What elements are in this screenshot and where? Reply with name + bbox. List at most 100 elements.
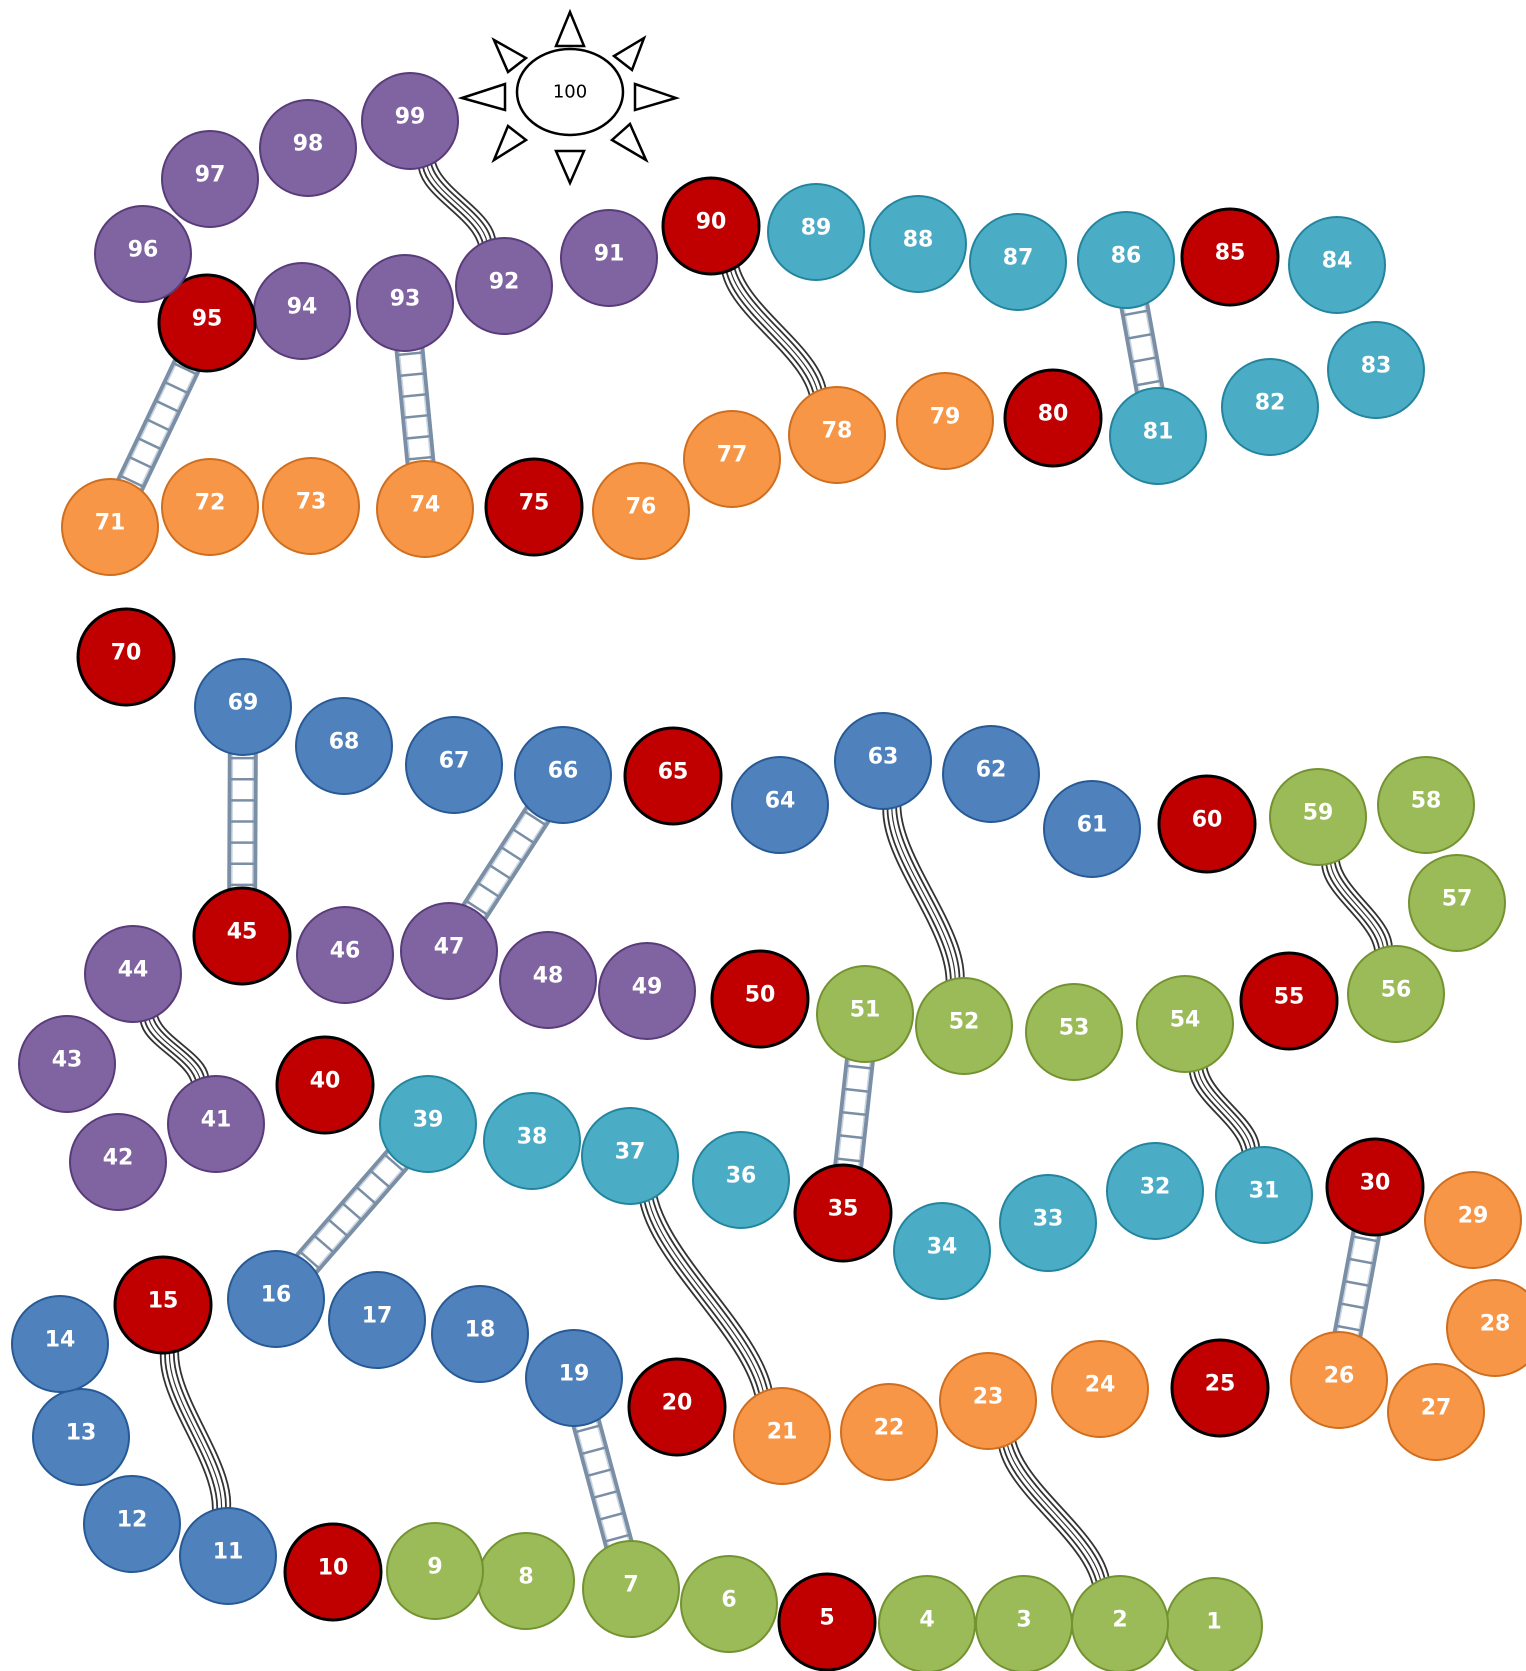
space-26[interactable]: 26 xyxy=(1290,1331,1388,1429)
space-11[interactable]: 11 xyxy=(179,1507,277,1605)
space-55[interactable]: 55 xyxy=(1239,951,1339,1051)
space-92[interactable]: 92 xyxy=(455,237,553,335)
space-83[interactable]: 83 xyxy=(1327,321,1425,419)
space-16[interactable]: 16 xyxy=(227,1250,325,1348)
space-86[interactable]: 86 xyxy=(1077,211,1175,309)
space-15[interactable]: 15 xyxy=(113,1255,213,1355)
space-22[interactable]: 22 xyxy=(840,1383,938,1481)
space-77[interactable]: 77 xyxy=(683,410,781,508)
space-50[interactable]: 50 xyxy=(710,949,810,1049)
space-21[interactable]: 21 xyxy=(733,1387,831,1485)
space-34[interactable]: 34 xyxy=(893,1202,991,1300)
space-45[interactable]: 45 xyxy=(192,886,292,986)
space-24[interactable]: 24 xyxy=(1051,1340,1149,1438)
space-88[interactable]: 88 xyxy=(869,195,967,293)
space-3[interactable]: 3 xyxy=(975,1575,1073,1671)
space-35[interactable]: 35 xyxy=(793,1163,893,1263)
space-84[interactable]: 84 xyxy=(1288,216,1386,314)
space-61[interactable]: 61 xyxy=(1043,780,1141,878)
space-95[interactable]: 95 xyxy=(157,273,257,373)
space-13[interactable]: 13 xyxy=(32,1388,130,1486)
space-53[interactable]: 53 xyxy=(1025,983,1123,1081)
space-49[interactable]: 49 xyxy=(598,942,696,1040)
space-18[interactable]: 18 xyxy=(431,1285,529,1383)
space-41[interactable]: 41 xyxy=(167,1075,265,1173)
space-94[interactable]: 94 xyxy=(253,262,351,360)
space-80[interactable]: 80 xyxy=(1003,368,1103,468)
space-4[interactable]: 4 xyxy=(878,1575,976,1671)
space-79[interactable]: 79 xyxy=(896,372,994,470)
space-89[interactable]: 89 xyxy=(767,183,865,281)
space-74[interactable]: 74 xyxy=(376,460,474,558)
space-29[interactable]: 29 xyxy=(1424,1171,1522,1269)
space-52[interactable]: 52 xyxy=(915,977,1013,1075)
space-64[interactable]: 64 xyxy=(731,756,829,854)
space-1[interactable]: 1 xyxy=(1165,1577,1263,1671)
space-97[interactable]: 97 xyxy=(161,130,259,228)
space-31[interactable]: 31 xyxy=(1215,1146,1313,1244)
space-39[interactable]: 39 xyxy=(379,1075,477,1173)
space-30[interactable]: 30 xyxy=(1325,1137,1425,1237)
space-28[interactable]: 28 xyxy=(1446,1279,1526,1377)
space-62[interactable]: 62 xyxy=(942,725,1040,823)
space-72[interactable]: 72 xyxy=(161,458,259,556)
space-54[interactable]: 54 xyxy=(1136,975,1234,1073)
space-36[interactable]: 36 xyxy=(692,1131,790,1229)
space-20[interactable]: 20 xyxy=(627,1357,727,1457)
space-66[interactable]: 66 xyxy=(514,726,612,824)
space-32[interactable]: 32 xyxy=(1106,1142,1204,1240)
space-42[interactable]: 42 xyxy=(69,1113,167,1211)
space-56[interactable]: 56 xyxy=(1347,945,1445,1043)
space-17[interactable]: 17 xyxy=(328,1271,426,1369)
space-57[interactable]: 57 xyxy=(1408,854,1506,952)
space-93[interactable]: 93 xyxy=(356,254,454,352)
space-67[interactable]: 67 xyxy=(405,716,503,814)
space-2[interactable]: 2 xyxy=(1071,1575,1169,1671)
space-33[interactable]: 33 xyxy=(999,1174,1097,1272)
space-46[interactable]: 46 xyxy=(296,906,394,1004)
space-90[interactable]: 90 xyxy=(661,176,761,276)
space-70[interactable]: 70 xyxy=(76,607,176,707)
space-73[interactable]: 73 xyxy=(262,457,360,555)
space-65[interactable]: 65 xyxy=(623,726,723,826)
space-63[interactable]: 63 xyxy=(834,712,932,810)
space-37[interactable]: 37 xyxy=(581,1107,679,1205)
space-98[interactable]: 98 xyxy=(259,99,357,197)
space-9[interactable]: 9 xyxy=(386,1522,484,1620)
space-38[interactable]: 38 xyxy=(483,1092,581,1190)
space-82[interactable]: 82 xyxy=(1221,358,1319,456)
space-60[interactable]: 60 xyxy=(1157,774,1257,874)
space-27[interactable]: 27 xyxy=(1387,1363,1485,1461)
space-81[interactable]: 81 xyxy=(1109,387,1207,485)
space-40[interactable]: 40 xyxy=(275,1035,375,1135)
space-43[interactable]: 43 xyxy=(18,1015,116,1113)
space-6[interactable]: 6 xyxy=(680,1555,778,1653)
space-87[interactable]: 87 xyxy=(969,213,1067,311)
space-85[interactable]: 85 xyxy=(1180,207,1280,307)
space-47[interactable]: 47 xyxy=(400,902,498,1000)
space-75[interactable]: 75 xyxy=(484,457,584,557)
space-44[interactable]: 44 xyxy=(84,925,182,1023)
space-99[interactable]: 99 xyxy=(361,72,459,170)
space-59[interactable]: 59 xyxy=(1269,768,1367,866)
space-12[interactable]: 12 xyxy=(83,1475,181,1573)
space-19[interactable]: 19 xyxy=(525,1329,623,1427)
space-69[interactable]: 69 xyxy=(194,658,292,756)
space-96[interactable]: 96 xyxy=(94,205,192,303)
space-7[interactable]: 7 xyxy=(582,1540,680,1638)
space-5[interactable]: 5 xyxy=(777,1572,877,1671)
space-76[interactable]: 76 xyxy=(592,462,690,560)
space-58[interactable]: 58 xyxy=(1377,756,1475,854)
space-25[interactable]: 25 xyxy=(1170,1338,1270,1438)
space-8[interactable]: 8 xyxy=(477,1532,575,1630)
space-51[interactable]: 51 xyxy=(816,965,914,1063)
space-91[interactable]: 91 xyxy=(560,209,658,307)
space-14[interactable]: 14 xyxy=(11,1295,109,1393)
space-23[interactable]: 23 xyxy=(939,1352,1037,1450)
space-68[interactable]: 68 xyxy=(295,697,393,795)
space-71[interactable]: 71 xyxy=(61,478,159,576)
space-10[interactable]: 10 xyxy=(283,1522,383,1622)
finish-space[interactable]: 100 xyxy=(457,8,681,187)
space-48[interactable]: 48 xyxy=(499,931,597,1029)
space-78[interactable]: 78 xyxy=(788,386,886,484)
